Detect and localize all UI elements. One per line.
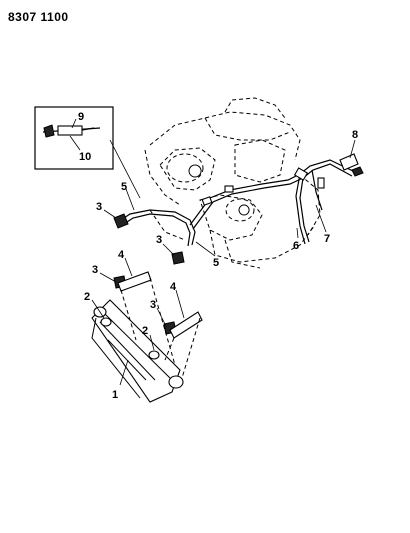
fuel-rail [91, 299, 184, 403]
callout-5-lower: 5 [213, 257, 219, 269]
callout-10: 10 [79, 151, 91, 163]
diagram-part-number: 8307 1100 [8, 10, 69, 24]
callout-4-left: 4 [118, 249, 125, 261]
callout-2-left: 2 [84, 291, 90, 303]
callout-5-upper: 5 [121, 181, 127, 193]
hoses [117, 271, 203, 339]
callout-leaders [91, 139, 356, 386]
callout-3-left: 3 [92, 264, 98, 276]
callouts: 1 2 2 3 3 3 3 4 4 5 5 6 7 8 9 10 [78, 111, 358, 401]
callout-3-middle: 3 [156, 234, 162, 246]
callout-2-right: 2 [142, 325, 148, 337]
callout-7: 7 [324, 233, 330, 245]
callout-8: 8 [352, 129, 358, 141]
callout-3-upper: 3 [96, 201, 102, 213]
assembly-leaders [120, 277, 201, 379]
callout-6: 6 [293, 240, 299, 252]
line-clips [201, 167, 325, 206]
callout-3-lower: 3 [150, 299, 156, 311]
inset-detail [34, 106, 141, 199]
callout-9: 9 [78, 111, 84, 123]
fuel-lines [117, 159, 356, 247]
callout-1: 1 [112, 389, 118, 401]
fuel-inlet-fitting [339, 153, 364, 177]
callout-4-right: 4 [170, 281, 177, 293]
seal-rings [100, 317, 160, 360]
